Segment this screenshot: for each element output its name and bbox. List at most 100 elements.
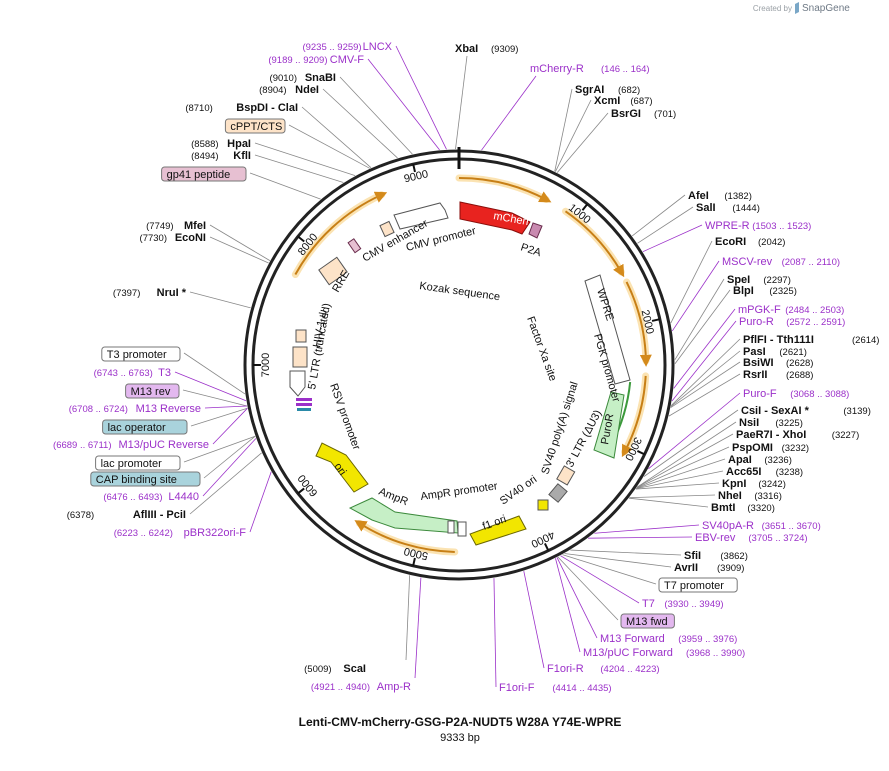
label-name: AfeI [688,190,709,202]
right-label-20: PspOMI(3232) [732,442,809,454]
label-pos: (1382) [724,191,751,202]
label-pos: (3651 .. 3670) [762,521,821,532]
leader-line [254,154,344,183]
label-name: T3 promoter [107,349,167,361]
label-name: F1ori-R [547,663,584,675]
left-label-0: LNCX(9235 .. 9259) [302,41,392,53]
arc-cds-4 [621,375,647,458]
right-label-14: BsiWI(2628) [743,357,813,369]
label-name: M13 Reverse [136,403,201,415]
leader-line [174,371,247,402]
label-pos: (2614) [852,335,879,346]
leader-line [670,361,741,408]
snapgene-logo [795,2,799,14]
leader-line [493,578,497,688]
credit-text: Created by [753,4,792,13]
label-name: NdeI [295,84,319,96]
right-label-18: NsiI(3225) [739,417,803,429]
label-pos: (3139) [843,406,870,417]
feature-rre [318,256,348,286]
label-pos: (3232) [782,443,809,454]
right-label-35: F1ori-R (4204 .. 4223) [547,663,660,675]
right-label-3: AfeI (1382) [688,190,752,202]
leader-line [648,392,741,470]
leader-line [339,76,413,155]
label-name: BmtI [711,502,735,514]
label-name: gp41 peptide [167,169,231,181]
right-label-17: CsiI - SexAI *(3139) [741,405,871,417]
leader-line [367,58,440,151]
right-label-7: MSCV-rev(2087 .. 2110) [722,256,840,268]
label-name: SpeI [727,274,750,286]
label-pos: (6223 .. 6242) [114,528,173,539]
rsv-promoter-label: RSV promoter [327,382,362,452]
right-label-2: BsrGI(701) [611,108,676,120]
label-pos: (6708 .. 6724) [69,404,128,415]
arc-cds-5 [354,520,455,553]
leader-line [556,112,609,173]
leader-line [637,206,694,244]
label-name: L4440 [168,491,199,503]
leader-line [629,497,709,508]
label-pos: (4204 .. 4223) [600,664,659,675]
label-pos: (3316) [754,491,781,502]
label-name: CAP binding site [96,474,177,486]
leader-line [642,224,703,253]
left-label-18: lac promoter [95,455,181,471]
label-name: Puro-R [739,316,774,328]
leader-line [182,389,248,407]
label-pos: (8494) [191,151,218,162]
right-label-29: AvrII(3909) [674,562,744,574]
right-label-0: SgrAI(682) [575,84,640,96]
leader-line [671,260,720,332]
right-label-16: Puro-F(3068 .. 3088) [743,388,849,400]
label-pos: (3968 .. 3990) [686,648,745,659]
right-label-27: EBV-rev(3705 .. 3724) [695,532,808,544]
label-box [658,577,738,593]
leader-line [555,99,592,172]
label-pos: (3320) [747,503,774,514]
label-name: XbaI [455,43,478,55]
feature-f1-ori: f1 ori [469,513,527,546]
leader-line [557,556,619,621]
left-label-22: pBR322ori-F(6223 .. 6242) [114,527,247,539]
leader-line [588,536,693,539]
label-name: SnaBI [305,72,336,84]
label-pos: (3068 .. 3088) [790,389,849,400]
leader-line [203,435,256,479]
right-label-1: XcmI(687) [594,95,653,107]
left-label-8: gp41 peptide [161,166,247,182]
label-name: ApaI [728,454,752,466]
leader-line [523,570,545,669]
label-pos: (3959 .. 3976) [678,634,737,645]
label-pos: (146 .. 164) [601,64,650,75]
label-name: M13 rev [131,386,171,398]
right-label-23: KpnI(3242) [722,478,786,490]
label-pos: (3225) [775,418,802,429]
tick-label: 9000 [403,168,430,185]
leader-line [414,577,422,679]
label-pos: (1503 .. 1523) [752,221,811,232]
leader-line [636,458,726,489]
tick-mark [297,487,305,495]
right-label-32: M13 fwd [620,613,675,629]
puror-label: PuroR [599,413,616,446]
leader-line [562,554,657,585]
label-name: BsrGI [611,108,641,120]
right-label-15: RsrII(2688) [743,369,813,381]
label-box [101,346,181,362]
leader-line [570,549,682,556]
label-pos: (6378) [67,510,94,521]
tick-mark [297,235,305,243]
left-label-7: KflI(8494) [191,150,251,162]
label-name: T7 [642,598,655,610]
label-box [95,455,181,471]
label-pos: (6743 .. 6763) [94,368,153,379]
map-title: Lenti-CMV-mCherry-GSG-P2A-NUDT5 W28A Y74… [299,715,622,729]
right-label-10: mPGK-F(2484 .. 2503) [738,304,844,316]
leader-line [674,289,731,365]
label-name: BspDI - ClaI [236,102,298,114]
leader-line [554,88,573,172]
label-name: T7 promoter [664,580,724,592]
left-label-19: CAP binding site [90,471,201,487]
